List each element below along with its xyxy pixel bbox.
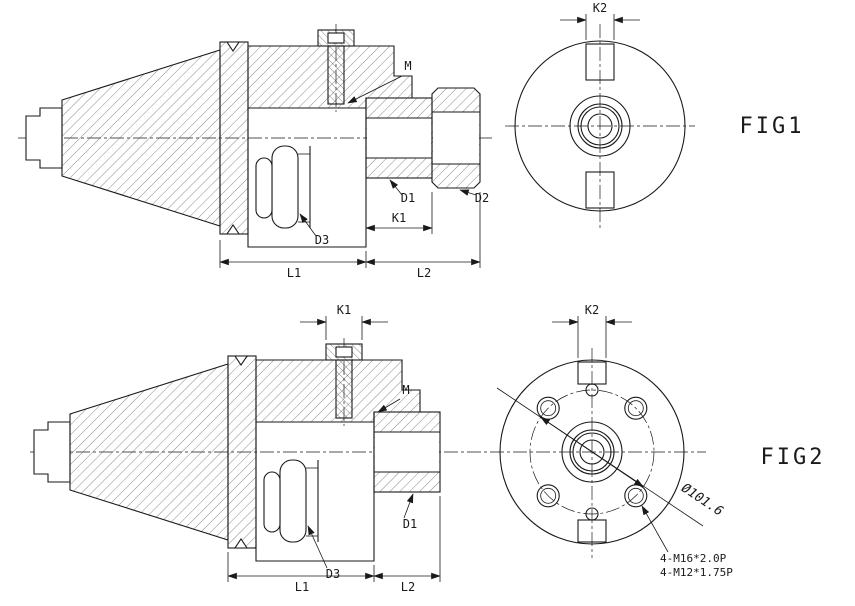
fig1-dimension-d3: D3 (299, 213, 329, 247)
fig2-bolt-circle (529, 389, 655, 515)
dimension-label-m: M (404, 59, 411, 73)
dimension-label-l1: L1 (287, 266, 301, 280)
fig2-flange-vgroove-bottom (233, 538, 249, 549)
fig1-dimension-d2: D2 (459, 189, 489, 205)
dimension-label-d1: D1 (403, 517, 417, 531)
dimension-label-d3: D3 (315, 233, 329, 247)
fig1-flange (219, 41, 249, 235)
fig2-dimension-d1: D1 (403, 493, 417, 531)
fig2-pin-hole-top (585, 383, 599, 397)
fig1-dimension-l1: L1 (219, 240, 367, 280)
fig1-collar-cap (255, 157, 273, 219)
dimension-label-k2: K2 (593, 1, 607, 15)
fig1-end-view: K2 FIG1 (505, 1, 805, 228)
fig2-dimension-l2: L2 (373, 496, 441, 594)
fig2-dimension-k2: K2 (552, 303, 632, 358)
fig1-dimension-k1: K1 (365, 192, 433, 234)
dimension-label-d3: D3 (326, 567, 340, 581)
dimension-label-m: M (402, 383, 409, 397)
fig1-flange-vgroove-top (225, 41, 241, 52)
fig2-collar-cap (263, 471, 281, 533)
fig2-flange-vgroove-top (233, 355, 249, 366)
fig2-title: FIG2 (761, 445, 826, 470)
dimension-label-l2: L2 (401, 580, 415, 594)
fig2-pull-stud (33, 421, 71, 483)
fig1-dimension-l2: L2 (365, 192, 481, 280)
fig2-dimension-m: M (377, 383, 410, 413)
fig1-dimension-m: M (347, 59, 412, 104)
dimension-label-l2: L2 (417, 266, 431, 280)
fig1-drive-slot-bottom (585, 171, 615, 209)
fig1-collar-ridge (271, 145, 299, 229)
fig1-drive-slot-top (585, 43, 615, 81)
dimension-label-k1: K1 (392, 211, 406, 225)
bolt-circle-diameter-label: Ø101.6 (678, 481, 725, 520)
fig2-taper-shank (69, 363, 229, 541)
fig1-taper-shank (61, 49, 221, 227)
fig1-side-view: M K1 D1 D2 D3 L1 L2 (18, 24, 492, 280)
fig2-screw-shank (335, 359, 353, 419)
fig1-dimension-k2: K2 (560, 1, 640, 40)
dimension-label-d2: D2 (475, 191, 489, 205)
fig1-center-bore (587, 113, 613, 139)
fig1-pull-stud (25, 107, 63, 169)
fig1-flange-vgroove-bottom (225, 224, 241, 235)
fig1-outer-diameter (514, 40, 686, 212)
dimension-label-l1: L1 (295, 580, 309, 594)
thread-note-line1: 4-M16*2.0P (660, 552, 727, 565)
fig2-center-bore (579, 439, 605, 465)
fig2-bolt-circle-dimension: Ø101.6 (496, 387, 726, 527)
fig2-dimension-d3: D3 (307, 525, 340, 581)
fig2-end-view: K2 Ø101.6 4-M16*2.0P 4-M12*1.75P FIG2 (496, 303, 826, 579)
fig1-screw-socket (327, 32, 345, 44)
fig2-dimension-k1: K1 (300, 303, 388, 340)
fig2-dimension-l1: L1 (227, 552, 375, 594)
fig2-flange (227, 355, 257, 549)
fig2-pin-hole-bottom (585, 507, 599, 521)
fig2-screw-socket (335, 346, 353, 358)
dimension-label-k2: K2 (585, 303, 599, 317)
fig1-dimension-d1: D1 (389, 179, 415, 205)
fig1-title: FIG1 (740, 114, 805, 139)
fig2-collar-ridge (279, 459, 307, 543)
dimension-label-d1: D1 (401, 191, 415, 205)
fig2-side-view: K1 M D1 D3 L1 L2 (30, 303, 706, 594)
dimension-label-k1: K1 (337, 303, 351, 317)
fig2-outer-diameter (499, 359, 685, 545)
fig2-thread-note: 4-M16*2.0P 4-M12*1.75P (641, 505, 733, 579)
thread-note-line2: 4-M12*1.75P (660, 566, 733, 579)
fig1-screw-shank (327, 45, 345, 105)
